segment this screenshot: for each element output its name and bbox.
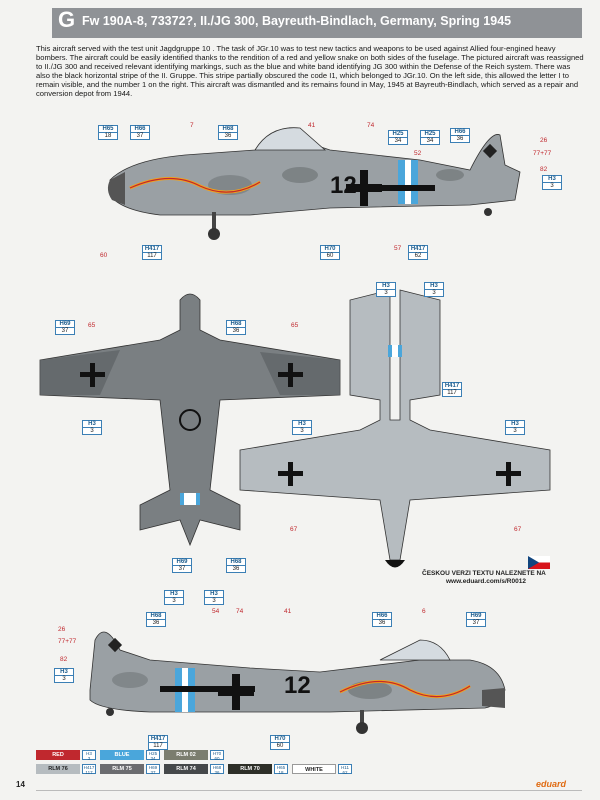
color-number: 60 [100, 252, 108, 259]
page-number: 14 [16, 780, 25, 789]
legend-swatch-rlm02: RLM 02 [164, 750, 208, 760]
page-title: Fw 190A-8, 73372?, II./JG 300, Bayreuth-… [82, 14, 512, 28]
color-number: 74 [367, 122, 375, 129]
color-number: 77+77 [533, 150, 552, 157]
fuselage-code-top: 12 [330, 172, 357, 199]
color-number: 82 [540, 166, 548, 173]
legend-swatch-rlm75: RLM 75 [100, 764, 144, 774]
legend-swatch-rlm74: RLM 74 [164, 764, 208, 774]
color-number: 77+77 [58, 638, 77, 645]
color-number: 65 [88, 322, 96, 329]
color-number: 26 [540, 137, 548, 144]
header-bar [52, 8, 582, 38]
legend-swatch-red: RED [36, 750, 80, 760]
color-number: 57 [394, 245, 402, 252]
color-number: 6 [422, 608, 426, 615]
color-number: 67 [514, 526, 522, 533]
color-number: 65 [291, 322, 299, 329]
czech-flag-icon [528, 556, 550, 569]
translation-note-url: www.eduard.com/s/R0012 [446, 578, 526, 585]
brand-logo: eduard [536, 779, 567, 789]
footer-rule [36, 790, 582, 791]
legend-swatch-blue: BLUE [100, 750, 144, 760]
color-number: 41 [284, 608, 292, 615]
legend-swatch-rlm70: RLM 70 [228, 764, 272, 774]
fuselage-code-bottom: 12 [284, 672, 311, 699]
translation-note: ČESKOU VERZI TEXTU NALEZNETE NA www.edua… [422, 570, 546, 586]
legend-swatch-white: WHITE [292, 764, 336, 774]
color-number: 54 [212, 608, 220, 615]
color-number: 52 [414, 150, 422, 157]
color-number: 82 [60, 656, 68, 663]
color-number: 41 [308, 122, 316, 129]
color-number: 7 [190, 122, 194, 129]
profile-letter: G [58, 7, 76, 32]
color-number: 67 [290, 526, 298, 533]
legend-swatch-rlm76: RLM 76 [36, 764, 80, 774]
color-number: 26 [58, 626, 66, 633]
intro-paragraph: This aircraft served with the test unit … [36, 44, 584, 98]
translation-note-line: ČESKOU VERZI TEXTU NALEZNETE NA [422, 570, 546, 577]
color-number: 74 [236, 608, 244, 615]
